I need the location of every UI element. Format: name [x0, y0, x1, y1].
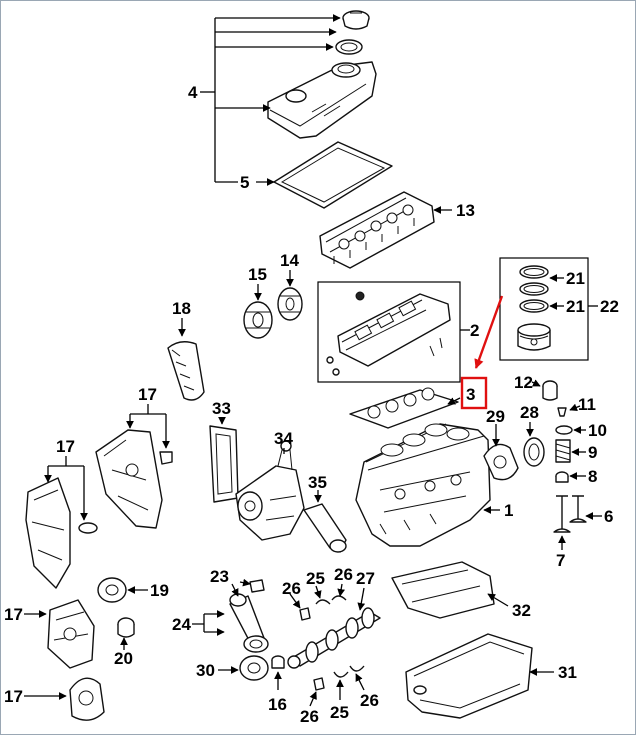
callout-25-upper[interactable]: 25	[306, 569, 325, 588]
callout-27[interactable]: 27	[356, 569, 375, 588]
valve-keeper[interactable]	[557, 407, 567, 417]
exhaust-valve[interactable]	[569, 495, 587, 523]
callout-25-lower[interactable]: 25	[330, 703, 349, 722]
callout-8[interactable]: 8	[588, 467, 597, 486]
oil-baffle[interactable]	[391, 561, 495, 619]
callout-1[interactable]: 1	[504, 501, 513, 520]
idler-pulley[interactable]	[117, 617, 135, 638]
belt-tensioner[interactable]	[97, 577, 127, 603]
callout-26-upper-right[interactable]: 26	[334, 565, 353, 584]
hydraulic-lifter[interactable]	[542, 380, 558, 401]
engine-block[interactable]	[355, 423, 491, 547]
rear-timing-cover[interactable]	[95, 429, 163, 529]
cylinder-head[interactable]	[326, 291, 451, 376]
callout-16[interactable]: 16	[268, 695, 287, 714]
callout-3[interactable]: 3	[466, 385, 475, 404]
spring-retainer[interactable]	[555, 425, 573, 435]
callout-13[interactable]: 13	[456, 201, 475, 220]
callout-15[interactable]: 15	[248, 265, 267, 284]
cover-clip[interactable]	[159, 451, 173, 465]
callout-26-lower-right[interactable]: 26	[360, 691, 379, 710]
upper-timing-cover[interactable]	[25, 477, 71, 589]
leader-lines	[24, 14, 602, 707]
callout-20[interactable]: 20	[114, 649, 133, 668]
cover-grommet[interactable]	[78, 522, 98, 534]
rod-bearing[interactable]	[249, 579, 265, 593]
callout-35[interactable]: 35	[308, 473, 327, 492]
callout-6[interactable]: 6	[604, 507, 613, 526]
valve-cover-gasket[interactable]	[273, 141, 393, 209]
piston-rings[interactable]	[519, 265, 549, 313]
lower-thrust-washer[interactable]	[313, 677, 325, 691]
rear-main-seal-housing[interactable]	[483, 443, 519, 481]
callout-26-upper-left[interactable]: 26	[282, 579, 301, 598]
callout-31[interactable]: 31	[558, 663, 577, 682]
callout-24[interactable]: 24	[172, 615, 191, 634]
upper-main-bearings[interactable]	[315, 595, 347, 605]
callout-labels: 4 5 13 15 14 2 21 21 22 18 3 12 11 10 9 …	[4, 83, 619, 726]
callout-33[interactable]: 33	[212, 399, 231, 418]
lower-timing-cover[interactable]	[47, 599, 95, 669]
callout-26-lower-left[interactable]: 26	[300, 707, 319, 726]
callout-21-bottom[interactable]: 21	[566, 297, 585, 316]
oil-pump[interactable]	[235, 440, 305, 541]
callout-19[interactable]: 19	[150, 581, 169, 600]
callout-30[interactable]: 30	[196, 661, 215, 680]
callout-9[interactable]: 9	[588, 443, 597, 462]
piston[interactable]	[517, 323, 551, 351]
valve-cover[interactable]	[267, 61, 377, 139]
callout-34[interactable]: 34	[274, 429, 293, 448]
cylinder-head-gasket[interactable]	[349, 387, 459, 429]
timing-belt[interactable]	[167, 341, 205, 401]
crank-sprocket-cover[interactable]	[69, 677, 105, 721]
connecting-rod[interactable]	[229, 593, 269, 653]
callout-22[interactable]: 22	[600, 297, 619, 316]
callout-17-lower[interactable]: 17	[4, 605, 23, 624]
highlight-callout-3	[460, 295, 504, 410]
lower-main-bearings[interactable]	[333, 665, 365, 678]
callout-14[interactable]: 14	[280, 251, 299, 270]
cylinder-head-group-box	[317, 281, 461, 383]
callout-18[interactable]: 18	[172, 299, 191, 318]
callout-5[interactable]: 5	[240, 173, 249, 192]
callout-21-top[interactable]: 21	[566, 269, 585, 288]
callout-4[interactable]: 4	[188, 83, 198, 102]
crankshaft[interactable]	[287, 607, 381, 669]
intake-valve[interactable]	[553, 495, 571, 533]
callout-32[interactable]: 32	[512, 601, 531, 620]
callout-2[interactable]: 2	[470, 321, 479, 340]
callout-7[interactable]: 7	[556, 551, 565, 570]
piston-group-box	[499, 257, 589, 361]
callout-23[interactable]: 23	[210, 567, 229, 586]
camshaft-carrier[interactable]	[319, 191, 435, 269]
callout-12[interactable]: 12	[514, 373, 533, 392]
callout-11[interactable]: 11	[578, 395, 596, 414]
callout-17-rear[interactable]: 17	[138, 385, 157, 404]
oil-pan[interactable]	[405, 633, 533, 719]
callout-28[interactable]: 28	[520, 403, 539, 422]
crankshaft-seal[interactable]	[523, 437, 545, 467]
callout-29[interactable]: 29	[486, 407, 505, 426]
camshaft-sensor-wheel[interactable]	[277, 287, 303, 321]
crankshaft-pulley[interactable]	[239, 655, 269, 681]
pulley-bolt[interactable]	[271, 655, 285, 669]
callout-17-upper[interactable]: 17	[56, 437, 75, 456]
valve-stem-seal[interactable]	[555, 471, 569, 483]
valve-spring[interactable]	[555, 439, 571, 463]
drive-belt[interactable]	[209, 425, 239, 503]
oil-pickup-tube[interactable]	[303, 503, 347, 553]
callout-10[interactable]: 10	[588, 421, 607, 440]
thrust-washer[interactable]	[299, 607, 311, 621]
callout-17-sprocket[interactable]: 17	[4, 687, 23, 706]
camshaft-sprocket[interactable]	[243, 301, 273, 339]
oil-filler-cap[interactable]	[342, 10, 370, 30]
cap-seal[interactable]	[335, 39, 363, 55]
